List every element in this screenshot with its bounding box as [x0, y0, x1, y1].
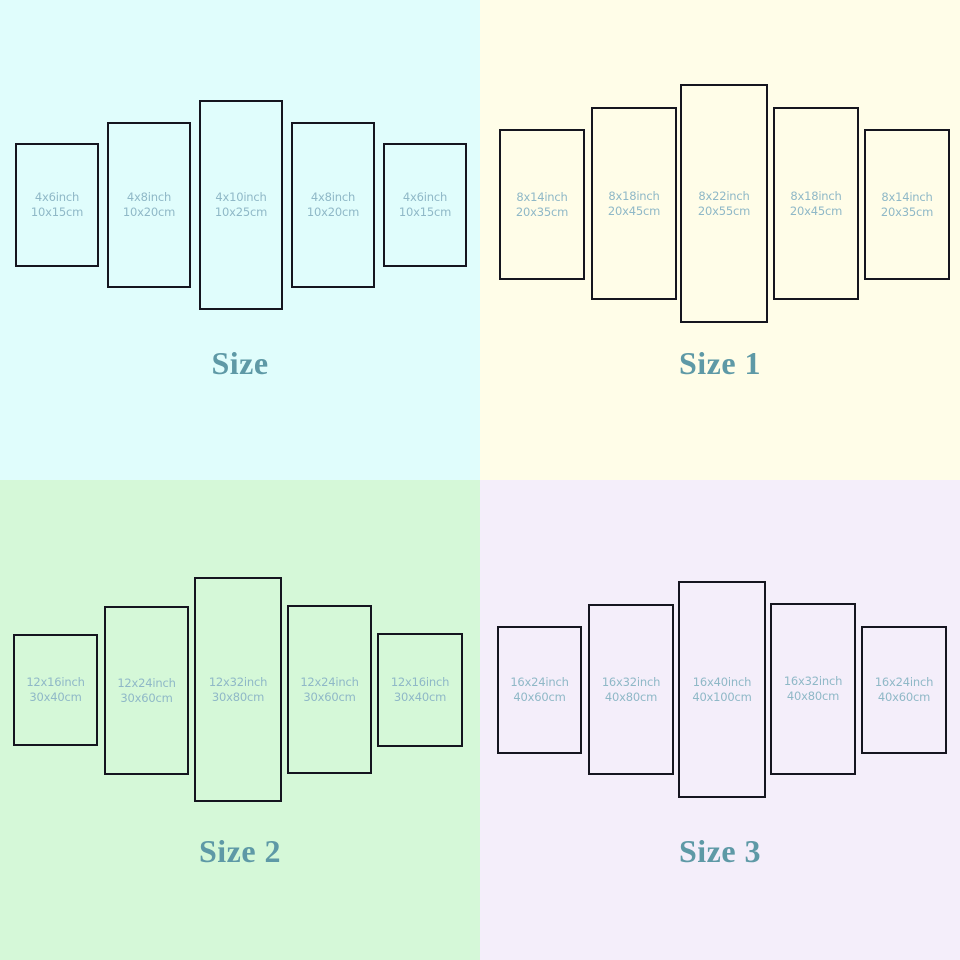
panel-dimension-cm: 10x20cm	[122, 205, 176, 219]
panel-dimension-inch: 16x24inch	[874, 675, 934, 690]
panel-dimension-cm: 10x15cm	[30, 205, 84, 219]
panel-dimension-inch: 12x16inch	[26, 675, 85, 690]
panel-dimension-cm: 40x60cm	[877, 690, 931, 704]
panel-dimension-inch: 4x6inch	[402, 190, 448, 205]
panel-dimension-inch: 12x24inch	[300, 674, 359, 689]
panel-dimension-cm: 40x60cm	[513, 690, 566, 704]
panel-dimension-cm: 40x80cm	[604, 689, 658, 704]
panel-dimension-inch: 12x24inch	[117, 675, 176, 690]
panel-dimension-inch: 8x18inch	[608, 188, 660, 203]
panel-dimension-inch: 8x14inch	[516, 189, 568, 204]
panel-dimension-inch: 4x8inch	[126, 190, 172, 205]
panel-dimension-inch: 4x10inch	[215, 190, 267, 205]
panel-dimension-inch: 16x24inch	[510, 675, 569, 690]
size-option-title: Size 1	[678, 345, 762, 381]
panel-dimension-cm: 40x80cm	[786, 689, 840, 703]
panel-dimension-inch: 16x32inch	[783, 674, 843, 689]
panel-dimension-inch: 12x16inch	[390, 675, 450, 690]
panel-dimension-inch: 8x18inch	[790, 188, 842, 203]
panel-dimension-cm: 10x20cm	[306, 205, 360, 219]
size-option-title: Size	[211, 345, 269, 381]
panel-dimension-cm: 20x35cm	[880, 204, 934, 219]
panel-dimension-cm: 30x60cm	[120, 690, 173, 705]
panel-dimension-inch: 16x32inch	[601, 674, 661, 689]
panel-dimension-cm: 30x60cm	[303, 689, 356, 704]
panel-dimension-inch: 16x40inch	[692, 674, 752, 689]
panel-dimension-inch: 12x32inch	[208, 674, 268, 689]
size-option-title: Size 2	[198, 833, 282, 869]
panel-dimension-inch: 4x6inch	[34, 190, 80, 205]
panel-dimension-inch: 4x8inch	[310, 190, 356, 205]
panel-dimension-cm: 30x80cm	[211, 689, 265, 704]
panel-dimension-cm: 20x55cm	[697, 203, 751, 218]
panel-dimension-inch: 8x14inch	[881, 189, 933, 204]
size-option-title: Size 3	[678, 833, 762, 869]
panel-dimension-cm: 20x35cm	[515, 204, 569, 219]
panel-dimension-cm: 30x40cm	[29, 690, 82, 704]
panel-dimension-cm: 40x100cm	[692, 689, 752, 704]
panel-dimension-cm: 20x45cm	[607, 203, 661, 218]
panel-dimension-cm: 10x15cm	[398, 205, 452, 219]
panel-dimension-inch: 8x22inch	[698, 188, 750, 203]
panel-dimension-cm: 30x40cm	[393, 690, 447, 704]
panel-dimension-cm: 10x25cm	[214, 205, 268, 219]
panel-dimension-cm: 20x45cm	[789, 203, 843, 218]
